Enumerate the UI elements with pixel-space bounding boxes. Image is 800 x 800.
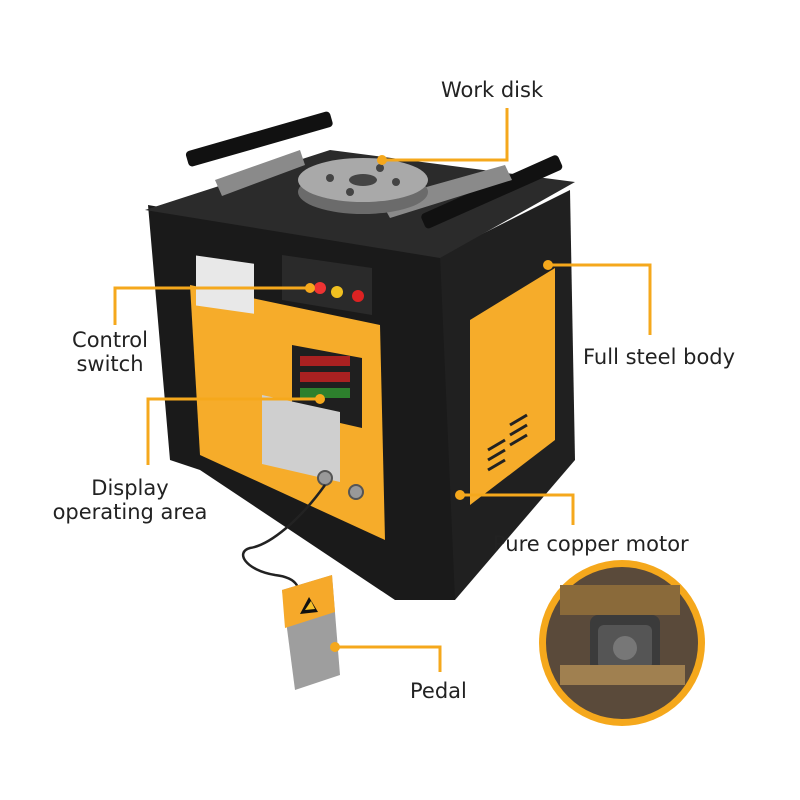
motor-inset (539, 560, 705, 726)
control-switch-label-line2: switch (76, 352, 144, 376)
power-socket (348, 484, 364, 500)
pure-copper-motor-leader (460, 493, 575, 525)
work-disk-leader (382, 108, 509, 162)
control-switch-label: Control switch (55, 328, 165, 376)
control-switch-red (352, 290, 364, 302)
pedal-leader (335, 645, 442, 672)
logo-plate (196, 255, 254, 314)
display-leader (146, 397, 320, 465)
full-steel-body-label: Full steel body (583, 345, 736, 369)
pure-copper-motor-label: Pure copper motor (493, 532, 689, 556)
leader-lines (113, 108, 652, 672)
full-steel-body-leader (548, 263, 652, 335)
side-vents (487, 413, 528, 472)
pedal-label: Pedal (410, 679, 467, 703)
work-disk-label: Work disk (441, 78, 544, 102)
leader-dots (305, 155, 553, 652)
side-door-panel (470, 268, 555, 505)
display-label-line2: operating area (52, 500, 208, 524)
work-disk (298, 158, 428, 214)
info-plate (262, 395, 340, 482)
foot-pedal (282, 575, 340, 690)
control-switch-label-line1: Control (72, 328, 148, 352)
pedal-socket (317, 470, 333, 486)
control-panel (282, 255, 372, 315)
pedal-cable (241, 484, 327, 601)
display-operating-area-label: Display operating area (40, 476, 220, 524)
control-switch-green (314, 282, 326, 294)
control-switch-leader (113, 286, 310, 325)
control-switch-yellow (331, 286, 343, 298)
display-label-line1: Display (91, 476, 169, 500)
